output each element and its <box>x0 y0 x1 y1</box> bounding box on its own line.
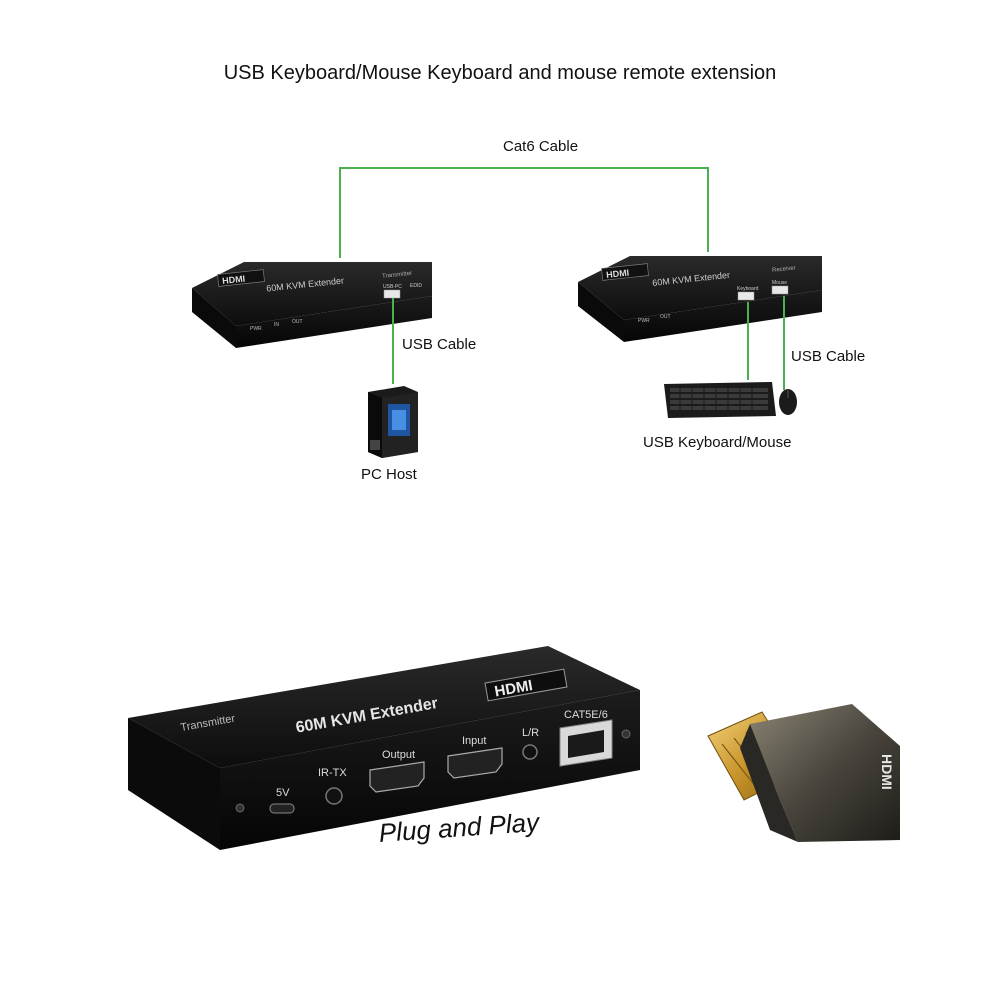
pc-host-label: PC Host <box>361 466 417 483</box>
tx-small-brand: HDMI <box>222 274 246 286</box>
tx-large-brand: HDMI <box>493 677 534 700</box>
transmitter-small: HDMI 60M KVM Extender Transmitter USB-PC… <box>192 262 432 348</box>
hdmi-logo <box>484 668 568 702</box>
usb-pc-port-label: USB-PC <box>383 284 402 290</box>
rx-small-role: Receiver <box>772 265 796 273</box>
hdmi-plug-brand: HDMI <box>879 754 895 790</box>
keyboard-port <box>737 291 755 301</box>
lr-port <box>522 744 538 760</box>
rx-small-brand: HDMI <box>606 268 630 280</box>
hdmi-plug-icon: HDMI <box>707 704 900 842</box>
usb-cable-label-left: USB Cable <box>402 336 477 353</box>
mouse-icon <box>779 389 797 415</box>
mouse-port-label: Mouse <box>772 280 787 286</box>
in-label: IN <box>274 322 279 328</box>
usb-pc-port <box>383 289 401 299</box>
pc-host-icon <box>368 386 418 458</box>
keyboard-icon <box>664 382 776 418</box>
edid-label: EDID <box>410 283 422 289</box>
port-input-label: Input <box>462 735 486 747</box>
keyboard-port-label: Keyboard <box>737 286 759 292</box>
out-label: OUT <box>660 314 671 320</box>
hdmi-logo <box>217 269 265 287</box>
port-ir-tx-label: IR-TX <box>318 767 347 779</box>
cat6-cable-line <box>339 167 709 258</box>
pwr-label: PWR <box>250 326 262 332</box>
usb-c-port <box>269 803 295 814</box>
out-label: OUT <box>292 319 303 325</box>
port-cat-label: CAT5E/6 <box>564 709 608 721</box>
port-output-label: Output <box>382 749 415 761</box>
ir-tx-port <box>325 787 343 805</box>
hdmi-input-port <box>447 747 503 779</box>
port-lr-label: L/R <box>522 727 539 739</box>
pwr-label: PWR <box>638 318 650 324</box>
port-5v-label: 5V <box>276 787 290 799</box>
usb-cable-label-right: USB Cable <box>791 348 866 365</box>
hdmi-logo <box>601 263 649 281</box>
transmitter-large: HDMI 60M KVM Extender Transmitter 5V IR-… <box>128 646 640 850</box>
screw <box>235 803 245 813</box>
hdmi-output-port <box>369 761 425 793</box>
mouse-port <box>771 285 789 295</box>
tx-small-role: Transmitter <box>382 271 413 280</box>
diagram-title: USB Keyboard/Mouse Keyboard and mouse re… <box>223 62 777 84</box>
usb-keyboard-mouse-label: USB Keyboard/Mouse <box>643 434 792 451</box>
screw <box>621 729 631 739</box>
receiver-small: HDMI 60M KVM Extender Receiver Keyboard … <box>578 256 822 342</box>
cat6-cable-label: Cat6 Cable <box>503 138 579 155</box>
